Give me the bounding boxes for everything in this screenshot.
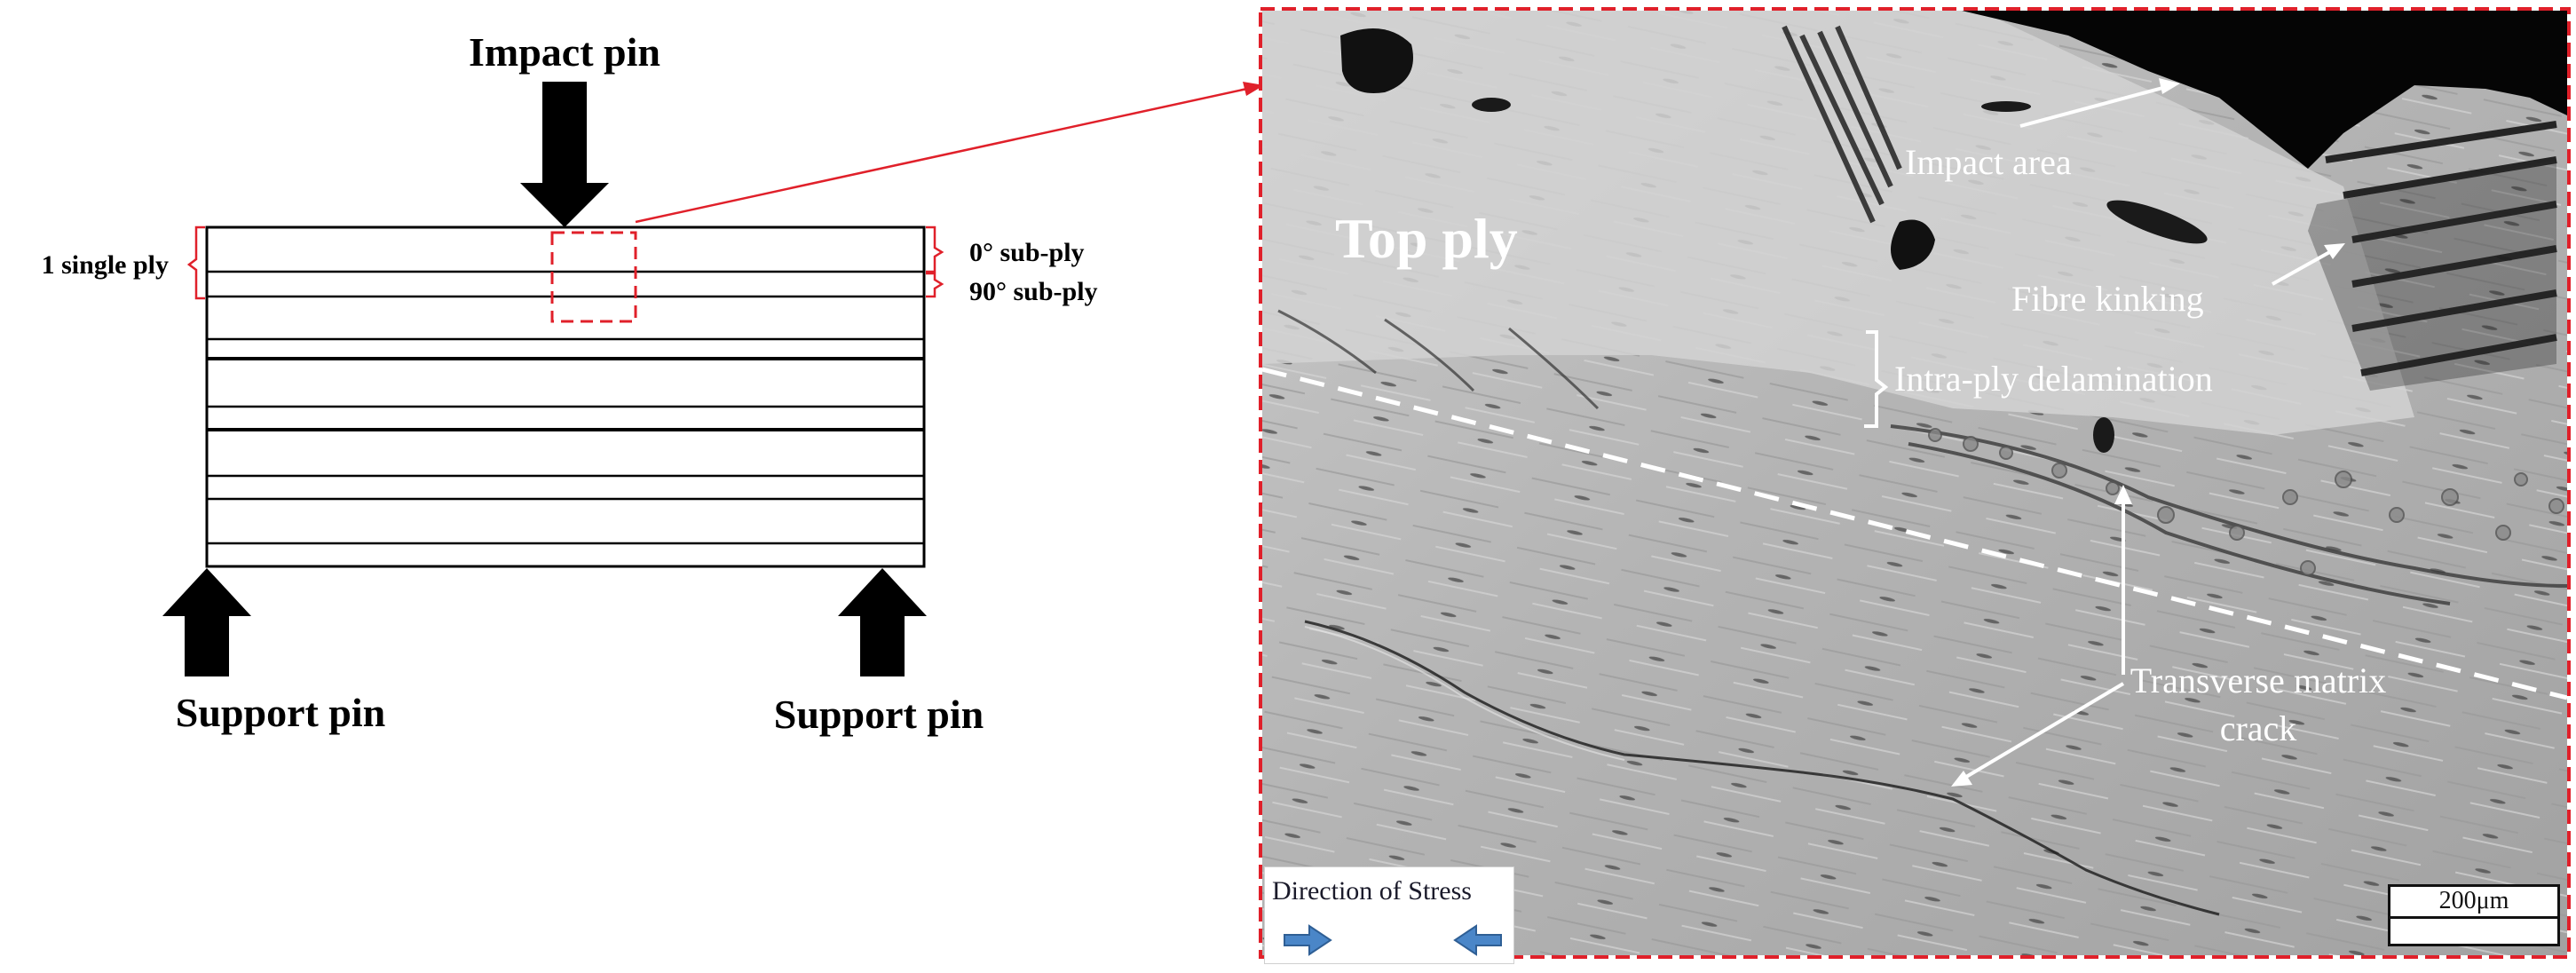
support-pin-right-label: Support pin bbox=[774, 692, 984, 737]
sub-ply-90-bracket bbox=[926, 272, 944, 298]
impact-pin-label: Impact pin bbox=[469, 29, 660, 75]
sub-ply-90-label: 90° sub-ply bbox=[969, 277, 1098, 306]
top-left-void bbox=[1340, 28, 1413, 93]
impact-void bbox=[1962, 11, 2567, 169]
micrograph: Top ply Impact area Fibre kinking Intra-… bbox=[1262, 11, 2567, 955]
stress-direction-legend: Direction of Stress bbox=[1264, 866, 1514, 964]
impact-area-label: Impact area bbox=[1905, 142, 2072, 182]
fibre-kinking-label: Fibre kinking bbox=[2011, 279, 2204, 319]
support-pin-left-arrow bbox=[162, 568, 251, 676]
scale-bar: 200μm bbox=[2388, 884, 2560, 946]
scale-bar-label: 200μm bbox=[2438, 887, 2509, 914]
delamination-bracket bbox=[1864, 330, 1889, 428]
crack-arrow-down bbox=[1960, 682, 2125, 781]
zoom-connector-line bbox=[635, 85, 1256, 224]
support-pin-right-arrow bbox=[838, 568, 927, 676]
intra-ply-delamination-label: Intra-ply delamination bbox=[1894, 359, 2213, 399]
ply-boundary-dashed bbox=[1262, 367, 2567, 700]
stress-arrows bbox=[1284, 924, 1502, 956]
impact-pin-arrow bbox=[520, 82, 609, 227]
support-pin-left-label: Support pin bbox=[176, 690, 386, 735]
transverse-crack-label-line2: crack bbox=[2220, 708, 2297, 748]
kink-band-left bbox=[1782, 25, 1902, 224]
ply-lines bbox=[207, 270, 924, 545]
annotation-arrows bbox=[1951, 78, 2345, 787]
delamination-band bbox=[1890, 424, 2567, 605]
scale-bar-line bbox=[2390, 916, 2557, 919]
zoom-region bbox=[550, 231, 637, 323]
impact-area-arrow bbox=[2019, 85, 2167, 128]
single-ply-label: 1 single ply bbox=[42, 250, 169, 280]
micrograph-frame bbox=[1259, 7, 2571, 959]
specimen-schematic: Impact pin Support pin Support pin 1 sin… bbox=[42, 29, 1264, 737]
kink-band-right bbox=[2325, 121, 2557, 376]
transverse-crack bbox=[1304, 620, 2220, 916]
sub-ply-0-label: 0° sub-ply bbox=[969, 238, 1085, 267]
single-ply-bracket bbox=[186, 225, 205, 300]
transverse-crack-label-line1: Transverse matrix bbox=[2130, 661, 2386, 700]
stress-arrow-right bbox=[1284, 924, 1332, 956]
fibre-kinking-arrow bbox=[2272, 249, 2334, 286]
stress-direction-label: Direction of Stress bbox=[1272, 876, 1472, 906]
stress-arrow-left bbox=[1453, 924, 1502, 956]
laminate-plate bbox=[205, 225, 926, 568]
sub-ply-0-bracket bbox=[926, 225, 944, 273]
voids bbox=[1472, 98, 2208, 453]
top-ply-region bbox=[1262, 11, 2414, 435]
top-ply-label: Top ply bbox=[1335, 207, 1518, 270]
